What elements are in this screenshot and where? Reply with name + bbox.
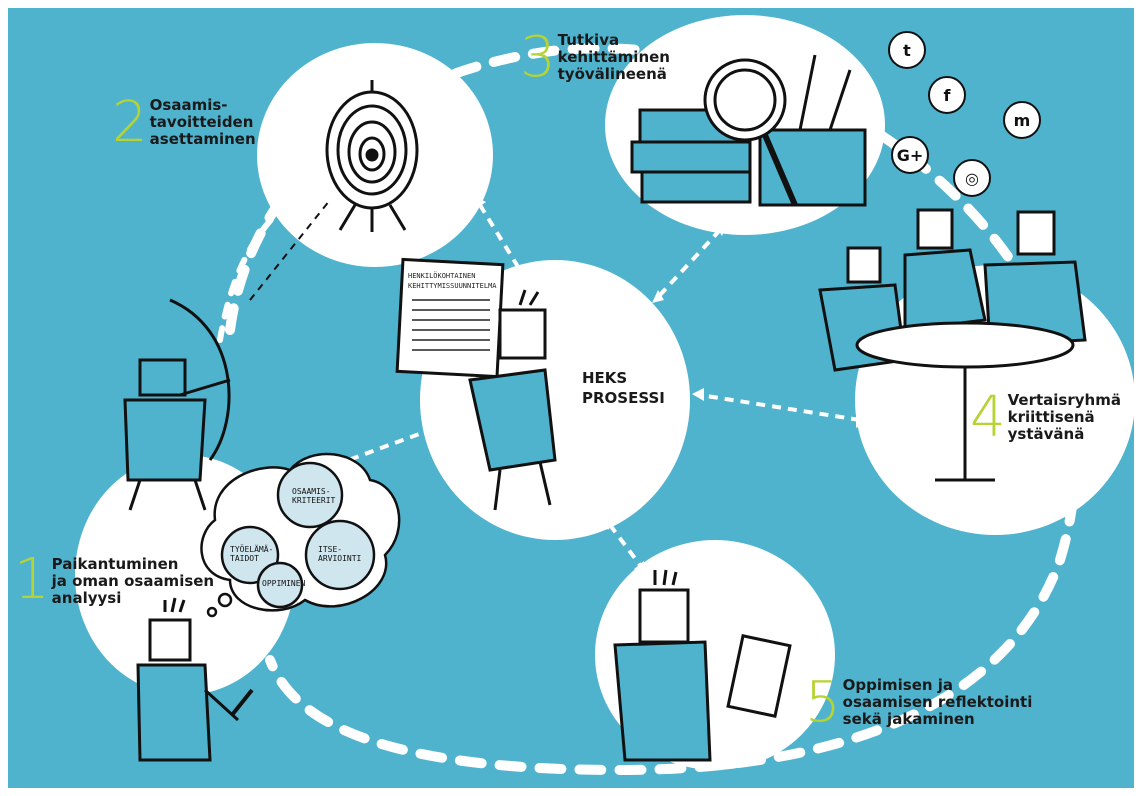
center-title: HEKS PROSESSI — [582, 369, 665, 407]
stage-2-number: 2 — [112, 90, 148, 155]
stage-1-text: Paikantuminen ja oman osaamisen analyysi — [51, 555, 215, 607]
gear-cloud — [200, 452, 401, 618]
stage-3-text: Tutkiva kehittäminen työvälineenä — [557, 31, 670, 83]
stage-3-label: 3 Tutkiva kehittäminen työvälineenä — [520, 30, 670, 86]
gear-word-4: OPPIMINEN — [262, 579, 306, 588]
stage-1-label: 1 Paikantuminen ja oman osaamisen analyy… — [14, 552, 214, 608]
gear-word-3: TYÖELÄMÄ-TAIDOT — [230, 544, 273, 563]
document-title-1: HENKILÖKOHTAINEN — [408, 271, 475, 280]
facebook-icon: f — [944, 86, 952, 105]
instagram-icon: ◎ — [965, 169, 979, 188]
gear-word-1: OSAAMIS-KRITEERIT — [292, 487, 336, 505]
stage-5-text: Oppimisen ja osaamisen reflektointi sekä… — [842, 676, 1033, 728]
stage-5-label: 5 Oppimisen ja osaamisen reflektointi se… — [805, 675, 1032, 731]
reflecting-person — [613, 569, 792, 762]
stage-4-number: 4 — [970, 385, 1006, 450]
document-lines: HENKILÖKOHTAINEN KEHITTYMISSUUNNITELMA — [408, 271, 497, 351]
center-figure — [395, 257, 557, 511]
tools-drawing — [630, 54, 867, 207]
stage-5-number: 5 — [805, 670, 841, 735]
medium-icon: m — [1014, 111, 1031, 130]
thinking-person — [136, 597, 254, 762]
gear-word-2: ITSE-ARVIOINTI — [318, 545, 362, 563]
arrow-heads — [424, 196, 868, 573]
stage-2-text: Osaamis- tavoitteiden asettaminen — [149, 96, 256, 148]
tumblr-icon: t — [903, 41, 911, 60]
target-drawing — [249, 80, 419, 301]
stage-1-number: 1 — [14, 547, 50, 612]
social-icons — [888, 31, 1041, 197]
social-icon-glyphs: t f m G+ ◎ — [897, 41, 1031, 188]
peer-group — [818, 208, 1087, 482]
archer-figure — [123, 298, 231, 511]
stage-3-number: 3 — [520, 25, 556, 90]
stage-2-label: 2 Osaamis- tavoitteiden asettaminen — [112, 95, 256, 151]
google-plus-icon: G+ — [897, 146, 924, 165]
gear-words: OSAAMIS-KRITEERIT ITSE-ARVIOINTI TYÖELÄM… — [230, 487, 362, 588]
document-title-2: KEHITTYMISSUUNNITELMA — [408, 282, 497, 290]
stage-4-label: 4 Vertaisryhmä kriittisenä ystävänä — [970, 390, 1121, 446]
stage-4-text: Vertaisryhmä kriittisenä ystävänä — [1007, 391, 1121, 443]
process-loop-dashes — [217, 43, 1081, 776]
